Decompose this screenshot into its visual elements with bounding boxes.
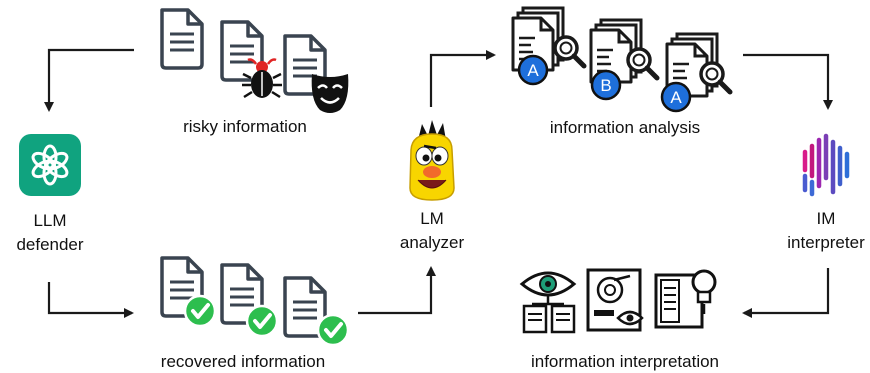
recovered-information-icons bbox=[160, 256, 350, 347]
lightbulb-icon bbox=[654, 269, 717, 329]
information-interpretation-label: information interpretation bbox=[530, 352, 720, 371]
eye-icon bbox=[519, 271, 577, 306]
checkmark-icon bbox=[183, 294, 217, 328]
svg-text:B: B bbox=[600, 76, 611, 95]
analysis-report-icon bbox=[586, 268, 644, 332]
recovered-information-label: recovered information bbox=[160, 352, 326, 371]
llm-defender-label-line1: LLM bbox=[33, 211, 67, 230]
document-icon bbox=[160, 8, 204, 70]
connector-analysis-to-interpreter bbox=[743, 53, 833, 110]
lm-analyzer-label-line1: LM bbox=[420, 209, 444, 228]
llm-defender-label: LLM defender bbox=[10, 209, 90, 257]
badge-a: A bbox=[517, 54, 549, 86]
svg-text:A: A bbox=[670, 88, 682, 107]
im-interpreter-label-line1: IM bbox=[816, 209, 836, 228]
badge-a: A bbox=[660, 81, 692, 113]
badge-b: B bbox=[590, 69, 622, 101]
checkmark-icon bbox=[245, 304, 279, 338]
document-icon bbox=[220, 20, 264, 82]
information-analysis-icons: A B A bbox=[511, 6, 730, 113]
risky-information-icons bbox=[160, 8, 349, 113]
risky-information-label: risky information bbox=[183, 117, 307, 136]
lm-analyzer-label: LM analyzer bbox=[392, 207, 472, 255]
llm-defender-label-line2: defender bbox=[16, 235, 84, 254]
lm-analyzer-label-line2: analyzer bbox=[399, 233, 465, 252]
connector-analyzer-to-analysis bbox=[429, 50, 496, 107]
checkmark-icon bbox=[316, 313, 350, 347]
information-interpretation-icons bbox=[519, 268, 717, 334]
connector-interpreter-to-interpretation bbox=[742, 268, 830, 318]
bert-character-icon bbox=[409, 120, 455, 201]
connector-defender-to-recovered bbox=[47, 282, 134, 318]
connector-recovered-to-analyzer bbox=[358, 266, 436, 315]
mask-icon bbox=[311, 74, 349, 113]
information-analysis-label: information analysis bbox=[549, 118, 701, 137]
im-interpreter-label-line2: interpreter bbox=[787, 233, 865, 252]
im-interpreter-logo-icon bbox=[802, 133, 850, 197]
svg-text:A: A bbox=[527, 61, 539, 80]
bug-icon bbox=[242, 58, 282, 99]
im-interpreter-label: IM interpreter bbox=[776, 207, 870, 255]
openai-logo-icon bbox=[19, 134, 81, 196]
connector-risky-to-defender bbox=[44, 48, 134, 112]
